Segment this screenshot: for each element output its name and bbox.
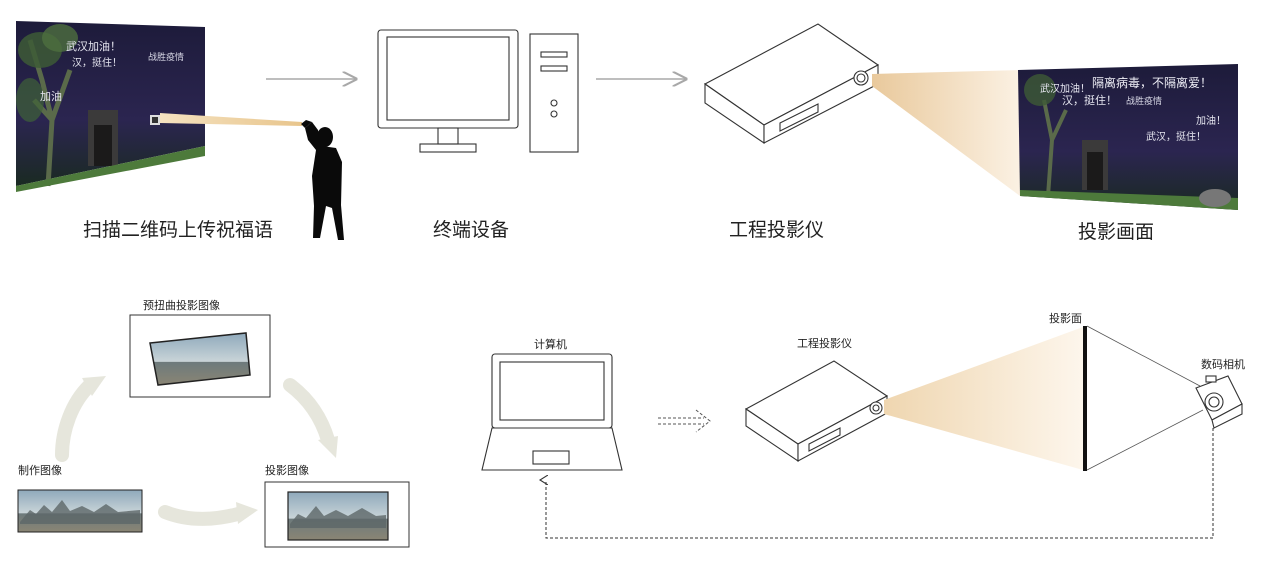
digital-camera-icon (1195, 375, 1243, 429)
feedback-dashed-line (546, 428, 1214, 539)
photo-text-left-c: 战胜疫情 (148, 51, 184, 63)
label-projection-surface: 投影面 (1049, 312, 1082, 325)
projection-beam-top (872, 70, 1020, 196)
label-projector-top: 工程投影仪 (729, 219, 825, 241)
photo-text-left-a: 武汉加油！ (66, 39, 121, 53)
label-make-image: 制作图像 (18, 464, 62, 477)
photo-text-right-c: 汉，挺住！ (1062, 93, 1117, 107)
desktop-computer-icon (377, 29, 579, 153)
person-silhouette (301, 120, 344, 240)
dashed-flow-arrow (658, 409, 711, 433)
label-pre-distort: 预扭曲投影图像 (143, 299, 220, 312)
cycle-arrow-right (158, 505, 245, 526)
source-photo-panel: 武汉加油！ 汉，挺住！ 战胜疫情 加油 (16, 21, 205, 192)
projected-photo-panel: 隔离病毒，不隔离爱！ 武汉加油！ 汉，挺住！ 战胜疫情 武汉，挺住！ 加油！ (1018, 64, 1238, 210)
cycle-arrow-down (283, 378, 335, 447)
cycle-arrow-up (55, 378, 97, 462)
scan-beam (160, 113, 302, 126)
laptop-icon (481, 353, 623, 471)
label-projection-picture: 投影画面 (1078, 221, 1155, 243)
label-projected-image: 投影图像 (265, 464, 309, 477)
projector-icon-top (703, 23, 880, 145)
label-terminal: 终端设备 (433, 219, 510, 241)
photo-text-right-f: 加油！ (1196, 114, 1226, 127)
camera-view-line-top (1086, 325, 1201, 387)
projector-icon-bottom (744, 360, 889, 463)
label-computer: 计算机 (534, 338, 567, 351)
photo-text-left-d: 加油 (40, 89, 62, 103)
photo-text-left-b: 汉，挺住！ (72, 56, 122, 69)
photo-text-right-e: 武汉，挺住！ (1146, 130, 1206, 143)
photo-text-right-b: 武汉加油！ (1040, 82, 1090, 95)
photo-text-right-a: 隔离病毒，不隔离爱！ (1092, 75, 1212, 90)
camera-view-line-bottom (1086, 409, 1204, 471)
pre-distort-image (149, 332, 251, 386)
label-projector-bottom: 工程投影仪 (797, 337, 852, 350)
photo-text-right-d: 战胜疫情 (1126, 95, 1162, 107)
label-digital-camera: 数码相机 (1201, 358, 1245, 371)
projection-beam-bottom (884, 327, 1083, 470)
label-scan-qr: 扫描二维码上传祝福语 (83, 219, 274, 241)
